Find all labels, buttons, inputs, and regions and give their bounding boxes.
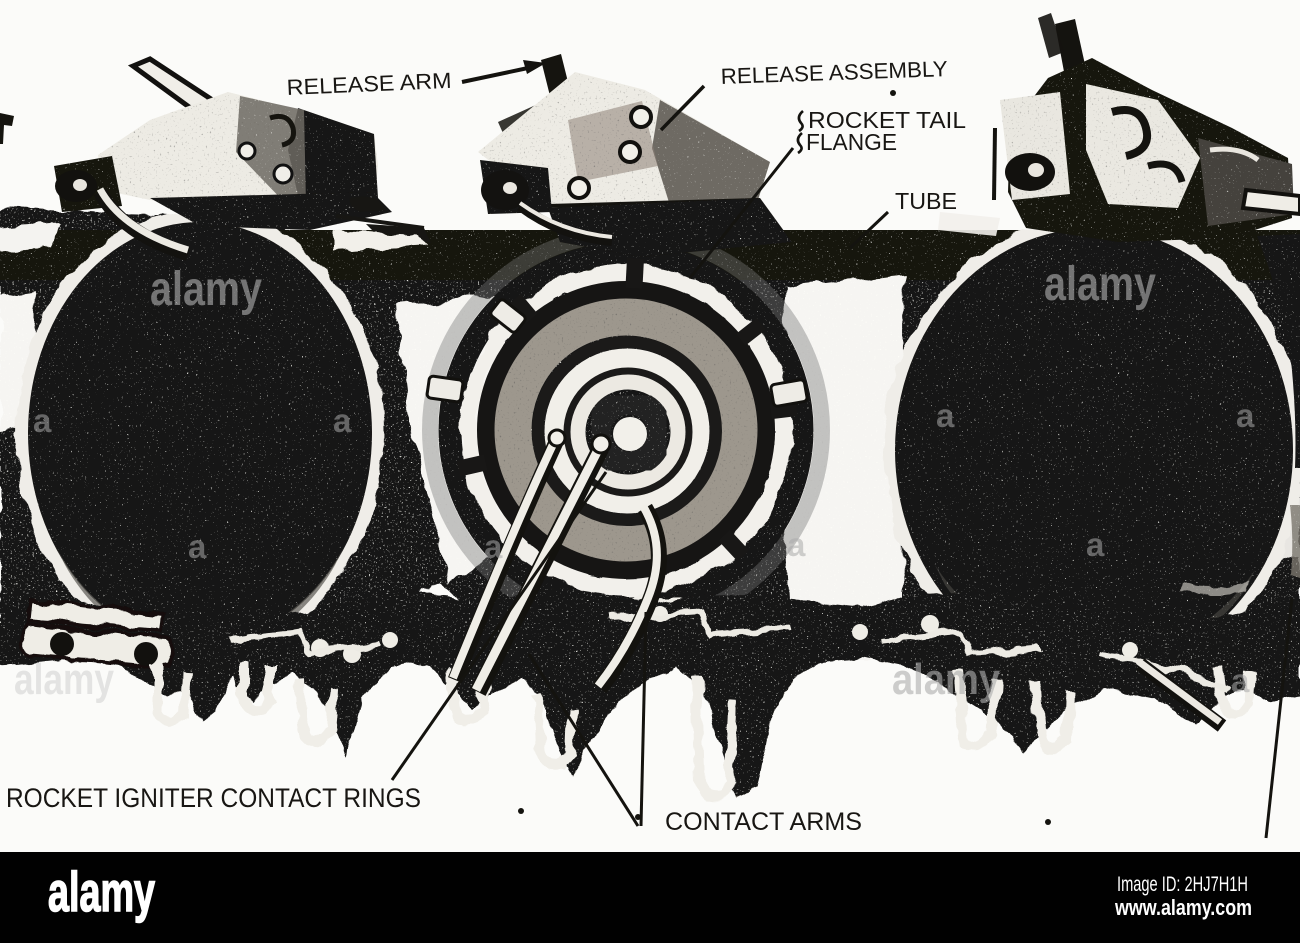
svg-text:a: a <box>188 528 207 565</box>
svg-text:alamy: alamy <box>1044 258 1156 311</box>
svg-text:www.alamy.com: www.alamy.com <box>1114 895 1252 920</box>
svg-text:a: a <box>1236 397 1255 434</box>
svg-text:FLANGE: FLANGE <box>806 129 897 155</box>
svg-text:alamy: alamy <box>892 655 1000 704</box>
svg-text:Image ID: 2HJ7H1H: Image ID: 2HJ7H1H <box>1117 873 1248 896</box>
svg-text:ROCKET TAIL: ROCKET TAIL <box>808 107 966 133</box>
svg-text:ROCKET IGNITER CONTACT RINGS: ROCKET IGNITER CONTACT RINGS <box>6 783 421 813</box>
svg-text:alamy: alamy <box>150 263 262 316</box>
svg-text:a: a <box>33 402 52 439</box>
svg-text:a: a <box>936 397 955 434</box>
svg-text:a: a <box>787 526 806 563</box>
svg-text:a: a <box>1231 662 1250 699</box>
svg-text:alamy: alamy <box>48 860 155 923</box>
svg-text:CONTACT ARMS: CONTACT ARMS <box>665 808 862 836</box>
svg-text:a: a <box>484 528 503 565</box>
svg-text:alamy: alamy <box>14 655 114 704</box>
svg-text:a: a <box>333 402 352 439</box>
svg-text:a: a <box>1086 526 1105 563</box>
svg-text:TUBE: TUBE <box>895 188 957 214</box>
